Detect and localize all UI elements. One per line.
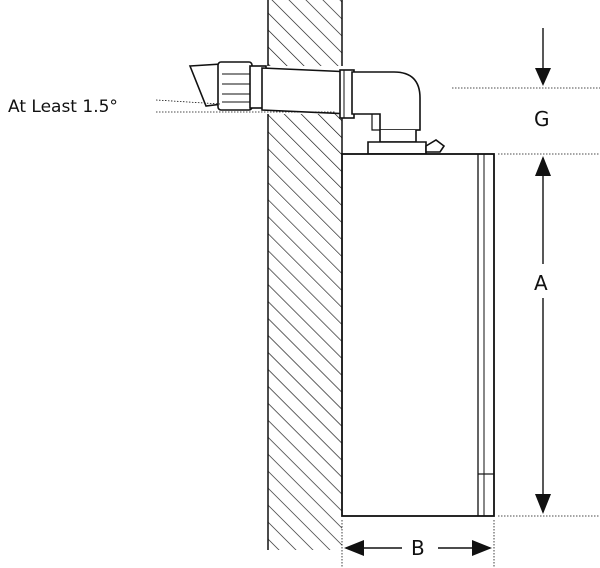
- flue-adaptor: [367, 141, 427, 155]
- wall-lower-hatch: [268, 114, 342, 550]
- angle-indicator: [155, 99, 336, 113]
- dim-b-label: B: [411, 536, 425, 560]
- terminal-cap: [217, 61, 253, 111]
- a-arrow-head-top: [535, 156, 551, 176]
- elbow-neck: [379, 130, 417, 143]
- dim-a-label: A: [534, 271, 548, 295]
- wall: [267, 0, 343, 550]
- elbow-body: [351, 71, 421, 131]
- adaptor-tab: [425, 139, 446, 153]
- g-arrow-head: [535, 68, 551, 86]
- wall-upper-hatch: [268, 0, 342, 66]
- a-arrow-head-bottom: [535, 494, 551, 514]
- flue-elbow: [351, 71, 446, 155]
- boiler-casing: [341, 153, 495, 517]
- angle-label: At Least 1.5°: [8, 97, 118, 117]
- b-arrow-head-right: [472, 540, 492, 556]
- flue-pipe-body: [261, 67, 353, 115]
- b-arrow-head-left: [344, 540, 364, 556]
- boiler: [341, 153, 495, 517]
- dimension-b: [341, 520, 495, 568]
- dimension-a: [498, 156, 600, 517]
- dimension-g: [452, 28, 600, 155]
- dim-g-label: G: [534, 107, 550, 131]
- flue-pipe: [261, 67, 355, 119]
